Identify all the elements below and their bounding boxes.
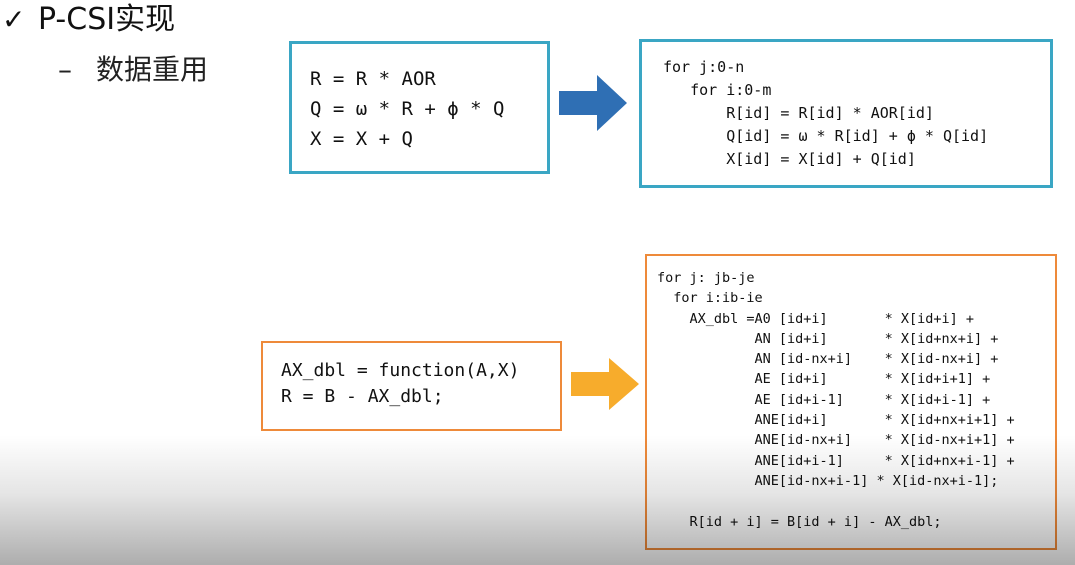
- function-box: AX_dbl = function(A,X) R = B - AX_dbl;: [261, 341, 562, 431]
- formula-box: R = R * AOR Q = ω * R + ϕ * Q X = X + Q: [289, 41, 550, 174]
- slide-subtitle-text: 数据重用: [96, 53, 209, 86]
- slide-title: ✓ P-CSI实现: [2, 0, 175, 42]
- stencil-code: for j: jb-je for i:ib-ie AX_dbl =A0 [id+…: [657, 270, 1015, 530]
- right-arrow-icon: [559, 75, 627, 131]
- function-code: AX_dbl = function(A,X) R = B - AX_dbl;: [281, 360, 520, 407]
- check-icon: ✓: [2, 3, 26, 36]
- slide-subtitle: –数据重用: [58, 50, 208, 90]
- bullet-dash: –: [58, 53, 72, 86]
- formula-code: R = R * AOR Q = ω * R + ϕ * Q X = X + Q: [310, 68, 505, 150]
- loop-code: for j:0-n for i:0-m R[id] = R[id] * AOR[…: [663, 58, 989, 168]
- right-arrow-icon: [571, 358, 639, 410]
- loop-code-box: for j:0-n for i:0-m R[id] = R[id] * AOR[…: [639, 39, 1053, 188]
- slide-title-text: P-CSI实现: [38, 2, 176, 37]
- stencil-code-box: for j: jb-je for i:ib-ie AX_dbl =A0 [id+…: [645, 254, 1057, 550]
